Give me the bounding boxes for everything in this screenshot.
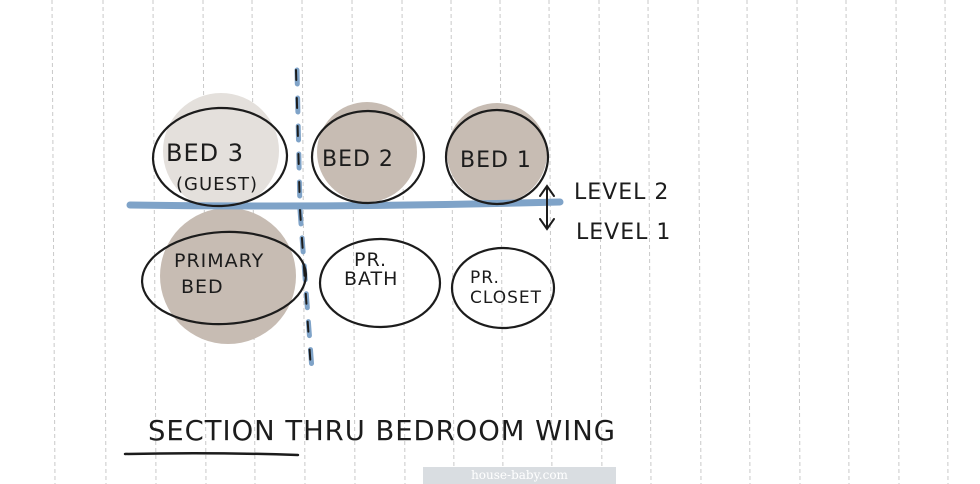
pr-bath-bubble bbox=[318, 237, 442, 329]
level-2-label: LEVEL 2 bbox=[574, 180, 669, 205]
grid-line bbox=[697, 0, 702, 484]
grid-line bbox=[499, 0, 504, 484]
grid-line bbox=[746, 0, 751, 484]
primary-bed-bubble bbox=[140, 230, 308, 326]
sketch-title: SECTION THRU BEDROOM WING bbox=[148, 414, 616, 447]
grid-line bbox=[796, 0, 801, 484]
pr-bath-label: PR. bbox=[354, 249, 387, 271]
bed2-label: BED 2 bbox=[322, 147, 394, 172]
primary-bed-label: PRIMARY bbox=[174, 250, 264, 272]
grid-line bbox=[251, 0, 256, 484]
grid-line bbox=[202, 0, 207, 484]
pr-closet-bubble bbox=[450, 246, 556, 330]
grid-line bbox=[845, 0, 850, 484]
pr-bath-label-2: BATH bbox=[344, 268, 398, 290]
grid-line bbox=[102, 0, 107, 484]
bed1-bubble bbox=[444, 108, 550, 206]
bed1-label: BED 1 bbox=[460, 148, 532, 173]
grid-line bbox=[647, 0, 652, 484]
level-arrow-icon bbox=[539, 184, 555, 231]
bed3-label: BED 3 bbox=[166, 139, 244, 167]
grid-line bbox=[351, 0, 356, 484]
grid-line bbox=[401, 0, 406, 484]
grid-line bbox=[944, 0, 949, 484]
grid-line bbox=[51, 0, 56, 484]
title-underline bbox=[123, 451, 300, 457]
level-1-label: LEVEL 1 bbox=[576, 220, 671, 245]
bed3-note: (GUEST) bbox=[176, 174, 258, 195]
bed1-fill bbox=[447, 103, 547, 203]
primary-bed-label-2: BED bbox=[181, 276, 224, 298]
pr-closet-label: PR. bbox=[470, 268, 500, 288]
section-cut-ink bbox=[295, 69, 312, 371]
pr-closet-label-2: CLOSET bbox=[470, 288, 542, 308]
paper-grid bbox=[51, 0, 949, 484]
primary-bed-fill bbox=[160, 208, 296, 344]
grid-line bbox=[895, 0, 900, 484]
bed3-bubble bbox=[151, 106, 289, 208]
grid-line bbox=[152, 0, 157, 484]
bed3-fill bbox=[163, 93, 279, 209]
grid-line bbox=[301, 0, 306, 484]
grid-line bbox=[450, 0, 455, 484]
watermark: house-baby.com bbox=[423, 467, 616, 484]
bed2-bubble bbox=[310, 109, 426, 205]
grid-line bbox=[598, 0, 603, 484]
bed2-fill bbox=[317, 102, 417, 202]
grid-line bbox=[548, 0, 553, 484]
